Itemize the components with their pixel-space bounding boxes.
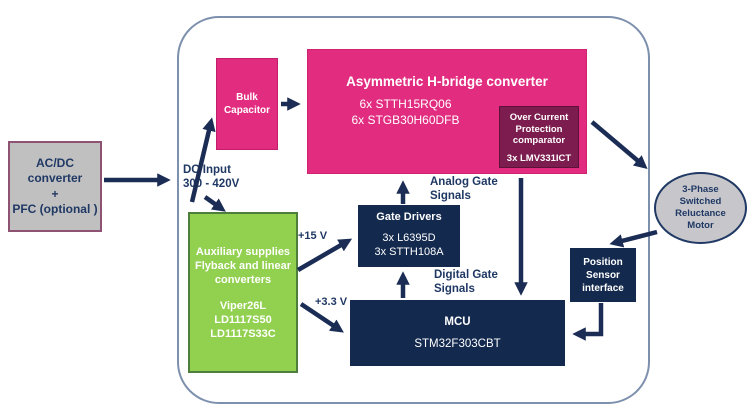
auxiliary-supplies-title: Auxiliary supplies Flyback and linear co… [195,245,291,286]
block-overcurrent-protection: Over Current Protection comparator 3x LM… [499,106,579,168]
hbridge-title: Asymmetric H-bridge converter [346,74,548,89]
auxiliary-supplies-part-numbers: Viper26L LD1117S50 LD1117S33C [210,299,276,340]
sr-motor-label: 3-Phase Switched Reluctance Motor [675,184,726,231]
position-sensor-interface-label: Position Sensor interface [582,256,624,294]
block-position-sensor-interface: Position Sensor interface [570,248,636,302]
digital-gate-signals-label: Digital Gate Signals [434,269,498,295]
bulk-capacitor-label: Bulk Capacitor [223,92,271,116]
acdc-converter-label: AC/DC converter + PFC (optional ) [12,155,98,217]
overcurrent-protection-part-number: 3x LMV331ICT [506,152,572,164]
rail-15v-label: +15 V [298,230,328,242]
block-auxiliary-supplies: Auxiliary supplies Flyback and linear co… [188,212,298,373]
analog-gate-signals-label: Analog Gate Signals [430,176,498,202]
overcurrent-protection-title: Over Current Protection comparator [509,112,569,146]
rail-3v3-label: +3.3 V [315,296,348,308]
hbridge-part-numbers: 6x STTH15RQ06 6x STGB30H60DFB [351,97,460,127]
system-boundary-frame [177,16,650,404]
gate-drivers-part-numbers: 3x L6395D 3x STTH108A [374,232,444,258]
dc-input-label: DC Input 300 - 420V [183,164,240,190]
mcu-part-number: STM32F303CBT [414,338,501,350]
gate-drivers-title: Gate Drivers [376,211,442,223]
block-gate-drivers: Gate Drivers 3x L6395D 3x STTH108A [358,205,460,267]
block-mcu: MCU STM32F303CBT [350,300,565,366]
block-sr-motor: 3-Phase Switched Reluctance Motor [654,172,747,244]
mcu-title: MCU [444,316,471,328]
block-bulk-capacitor: Bulk Capacitor [216,58,278,150]
block-acdc-converter: AC/DC converter + PFC (optional ) [8,141,102,232]
